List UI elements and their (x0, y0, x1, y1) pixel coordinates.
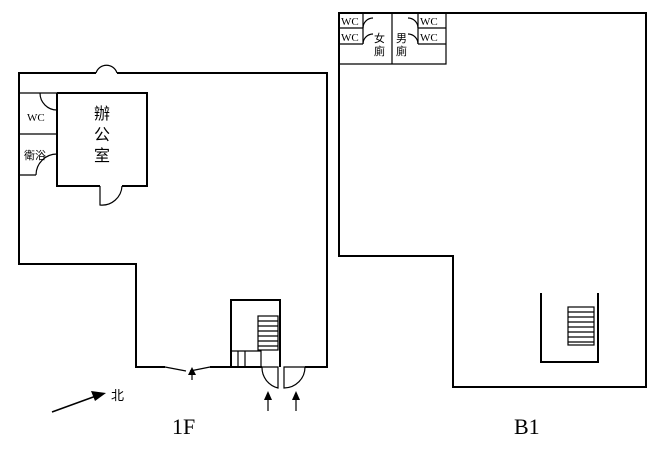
floor-1f: WC 衛浴 辦 公 室 北 1F (18, 64, 328, 439)
north-arrowhead (91, 391, 106, 401)
office-label-3: 室 (94, 146, 110, 165)
floor-b1: WC WC WC WC 女 廁 男 廁 B1 (338, 12, 647, 439)
b1-stair-enclosure (540, 293, 599, 363)
wc-partition (19, 92, 57, 176)
b1-outer-wall (338, 12, 647, 388)
floor-label-b1: B1 (514, 414, 540, 439)
north-arrow-line (51, 395, 97, 413)
entrance-arrowhead-2 (264, 391, 272, 400)
floor-label-1f: 1F (172, 414, 195, 439)
office-door-arc (99, 185, 123, 206)
womens-restroom-label-1: 女 (374, 31, 385, 45)
bath-door-arc (35, 153, 58, 176)
entrance-arrowhead-3 (292, 391, 300, 400)
wc-label-b1-4: WC (420, 32, 438, 44)
main-entrance-doors (164, 366, 211, 372)
office-label-1: 辦 (94, 104, 110, 123)
wc-label-b1-2: WC (341, 32, 359, 44)
north-label: 北 (111, 389, 124, 404)
stair-enclosure (230, 299, 281, 367)
restroom-stall-lines (339, 13, 446, 45)
mens-restroom-label-1: 男 (396, 32, 407, 45)
restroom-block (339, 13, 447, 65)
wc-label-1f: WC (27, 112, 45, 124)
side-door-right (283, 366, 306, 389)
stall-door-arcs (362, 17, 419, 45)
entrance-arrowhead-1 (188, 367, 196, 375)
wc-label-b1-1: WC (341, 16, 359, 28)
office-room (56, 92, 148, 187)
1f-top-door-arc (95, 64, 118, 74)
stair-treads-1f (257, 315, 279, 351)
office-label-2: 公 (94, 125, 110, 144)
stair-wall-bottom (231, 350, 262, 367)
side-door-left (261, 366, 279, 389)
stair-treads-b1 (567, 306, 595, 346)
mens-restroom-label-2: 廁 (396, 44, 407, 58)
stair-posts (237, 351, 246, 367)
1f-outer-wall (18, 72, 328, 368)
wc-door-arc (39, 92, 58, 111)
bath-label: 衛浴 (24, 149, 46, 162)
womens-restroom-label-2: 廁 (374, 44, 385, 58)
wc-label-b1-3: WC (420, 16, 438, 28)
